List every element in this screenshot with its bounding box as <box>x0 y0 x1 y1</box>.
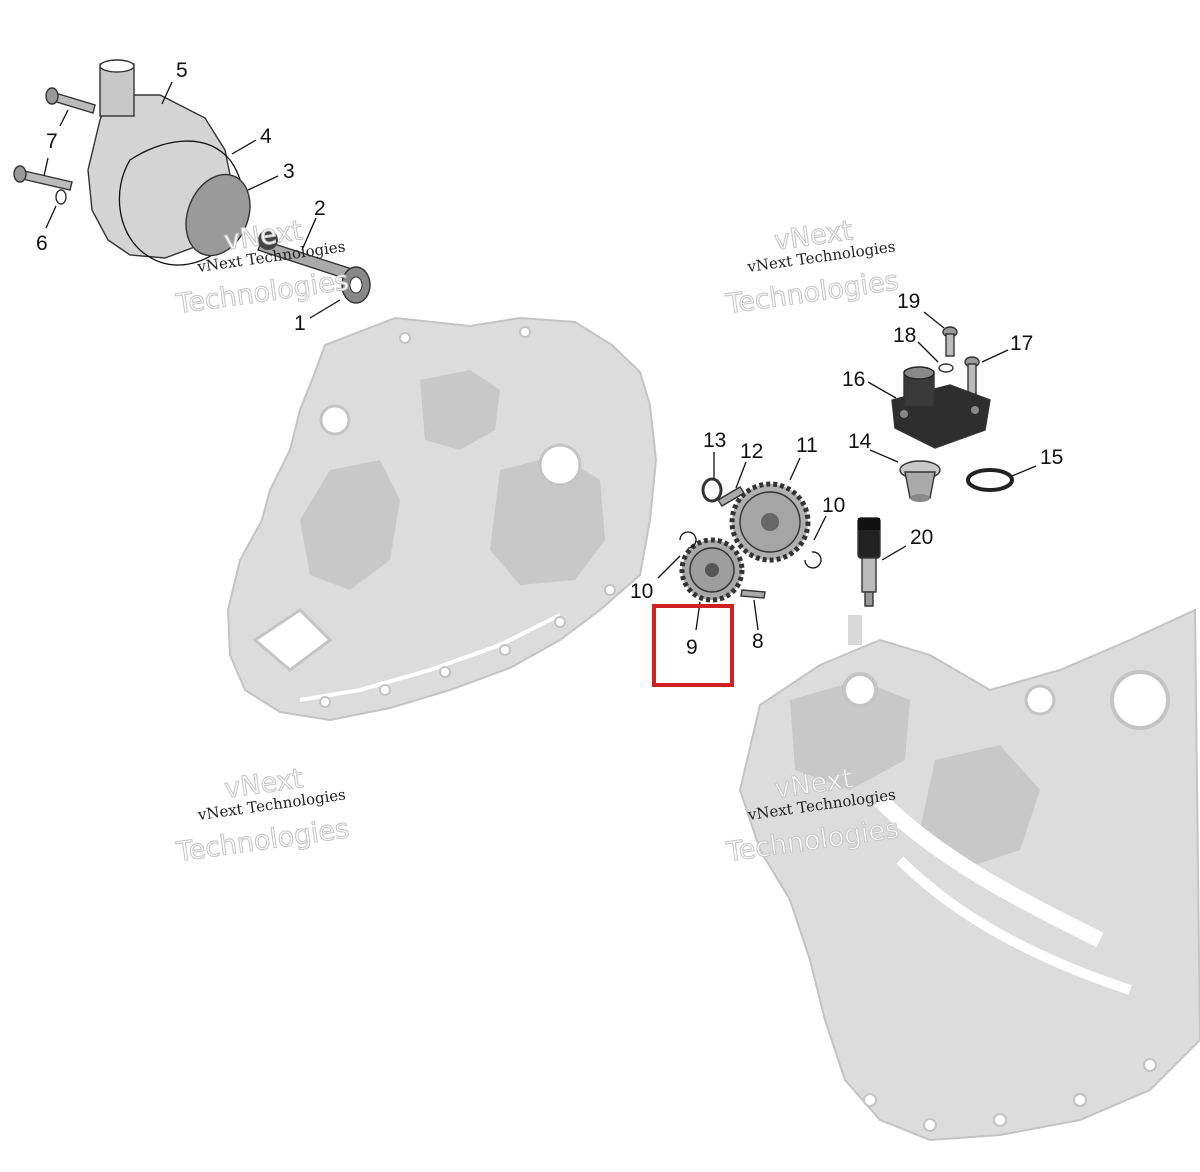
callout-9: 9 <box>686 636 698 659</box>
callout-8: 8 <box>752 630 764 653</box>
leader-lines <box>43 81 1037 631</box>
bolt-17 <box>964 356 980 395</box>
callout-5: 5 <box>176 59 188 82</box>
gear-9 <box>679 537 745 603</box>
circlip-10-right <box>804 551 822 569</box>
thermostat-housing-16 <box>891 366 991 449</box>
callout-labels: 1 2 3 4 5 6 7 8 9 10 10 11 12 13 14 15 1… <box>36 59 1063 659</box>
callout-10-left: 10 <box>630 580 653 603</box>
shaft-seal <box>341 266 371 304</box>
callout-15: 15 <box>1040 446 1063 469</box>
callout-14: 14 <box>848 430 872 453</box>
bolt-19 <box>942 326 958 357</box>
ghost-crankcase-left <box>226 316 658 722</box>
ghost-crankcase-right <box>738 608 1200 1142</box>
callout-6: 6 <box>36 232 48 255</box>
gear-11 <box>729 481 811 563</box>
impeller-plate <box>185 173 251 257</box>
callout-4: 4 <box>260 125 272 148</box>
callout-2: 2 <box>314 197 326 220</box>
callout-13: 13 <box>703 429 726 452</box>
circlip-10-left <box>679 531 697 549</box>
temperature-sensor-20 <box>857 517 881 607</box>
housing-bolts <box>13 87 96 191</box>
callout-7: 7 <box>46 130 58 153</box>
highlight-box-callout-9 <box>652 604 734 687</box>
callout-10-right: 10 <box>822 494 845 517</box>
o-ring-15 <box>966 468 1014 492</box>
callout-11: 11 <box>796 434 818 457</box>
callout-16: 16 <box>842 368 865 391</box>
callout-18: 18 <box>893 324 916 347</box>
callout-3: 3 <box>283 160 295 183</box>
pin-8 <box>740 589 766 599</box>
watermark-top-right: vNext vNext Technologies Technologies <box>723 215 901 321</box>
callout-17: 17 <box>1010 332 1033 355</box>
callout-19: 19 <box>897 290 920 313</box>
washer-18 <box>938 363 954 373</box>
thermostat-14 <box>899 460 941 502</box>
pin-12 <box>717 486 745 507</box>
watermark-bottom-left: vNext vNext Technologies Technologies <box>173 763 351 869</box>
callout-20: 20 <box>910 526 933 549</box>
washer-13 <box>701 477 723 503</box>
callout-1: 1 <box>294 312 306 335</box>
callout-12: 12 <box>740 440 763 463</box>
washer-6 <box>55 189 67 205</box>
